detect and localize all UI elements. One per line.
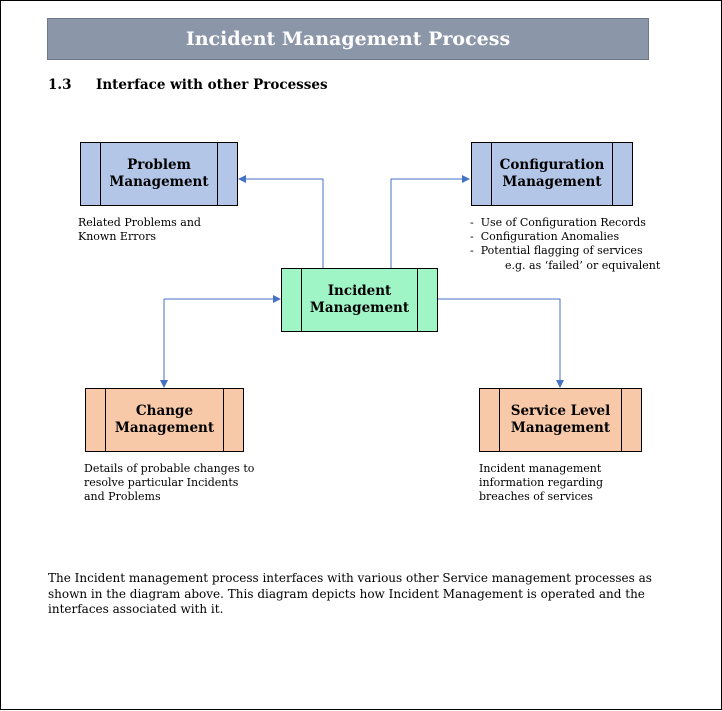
change-management-box: Change Management <box>85 388 244 452</box>
arrow-to-problem <box>238 175 324 268</box>
configuration-management-box: Configuration Management <box>471 142 633 206</box>
service-level-management-box: Service Level Management <box>479 388 642 452</box>
incident-management-label: Incident Management <box>309 283 410 316</box>
section-title: Interface with other Processes <box>96 77 328 93</box>
section-number: 1.3 <box>48 77 72 93</box>
service-level-management-label: Service Level Management <box>510 403 611 436</box>
page-title: Incident Management Process <box>185 28 511 50</box>
problem-management-label: Problem Management <box>109 157 209 190</box>
config-note-item: - Configuration Anomalies <box>470 230 620 244</box>
problem-management-box: Problem Management <box>80 142 238 206</box>
config-note-item: - Use of Configuration Records <box>470 216 646 229</box>
problem-management-note: Related Problems and Known Errors <box>78 216 201 244</box>
section-heading: 1.3 Interface with other Processes <box>48 77 328 93</box>
configuration-management-label: Configuration Management <box>499 157 605 190</box>
description-paragraph: The Incident management process interfac… <box>48 571 652 616</box>
config-note-item: - Potential flagging of services <box>470 244 643 258</box>
page-banner: Incident Management Process <box>47 18 649 60</box>
config-note-item: e.g. as ‘failed’ or equivalent <box>470 258 661 272</box>
arrow-to-configuration <box>390 175 470 268</box>
service-level-management-note: Incident management information regardin… <box>479 462 603 504</box>
change-management-note: Details of probable changes to resolve p… <box>84 462 255 504</box>
configuration-management-notes: - Use of Configuration Records - Configu… <box>470 216 660 273</box>
change-management-label: Change Management <box>114 403 215 436</box>
incident-management-box: Incident Management <box>281 268 438 332</box>
arrow-to-service-level <box>438 298 564 388</box>
